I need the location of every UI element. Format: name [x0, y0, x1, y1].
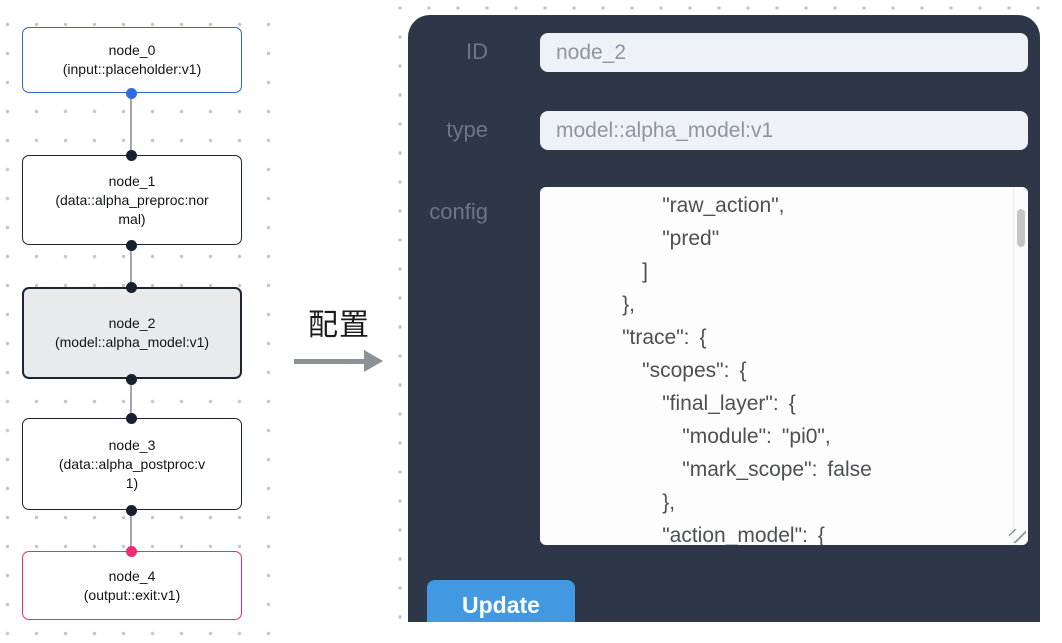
node-title: node_1 — [108, 172, 156, 189]
config-label: config — [429, 199, 488, 224]
type-input[interactable] — [540, 111, 1028, 150]
handle-node3-bottom[interactable] — [125, 504, 137, 516]
type-label: type — [446, 117, 488, 142]
handle-node2-top[interactable] — [125, 281, 137, 293]
node-node_4[interactable]: node_4 (output::exit:v1) — [22, 551, 242, 620]
update-button[interactable]: Update — [427, 580, 575, 622]
config-json-text: "raw_action", "pred" ] }, "trace": { "sc… — [622, 194, 872, 545]
resize-handle-icon[interactable] — [1009, 529, 1026, 543]
handle-node4-top[interactable] — [125, 545, 137, 557]
node-node_0[interactable]: node_0 (input::placeholder:v1) — [22, 27, 242, 93]
node-node_2[interactable]: node_2 (model::alpha_model:v1) — [22, 287, 242, 379]
node-subtitle: (output::exit:v1) — [83, 586, 181, 603]
arrow-right-icon — [290, 349, 388, 373]
transition-label: 配置 — [308, 309, 370, 342]
node-title: node_2 — [108, 315, 156, 331]
node-subtitle: (input::placeholder:v1) — [62, 61, 202, 77]
id-input[interactable] — [540, 33, 1028, 72]
handle-node1-bottom[interactable] — [125, 239, 137, 251]
handle-node1-top[interactable] — [125, 149, 137, 161]
config-scrollbar[interactable] — [1013, 187, 1028, 545]
config-textarea[interactable]: "raw_action", "pred" ] }, "trace": { "sc… — [540, 187, 1028, 545]
node-subtitle: (model::alpha_model:v1) — [54, 334, 210, 350]
config-scrollbar-thumb[interactable] — [1016, 209, 1025, 247]
handle-node3-top[interactable] — [125, 412, 137, 424]
node-node_1[interactable]: node_1 (data::alpha_preproc:normal) — [22, 155, 242, 245]
node-subtitle: (data::alpha_preproc:normal) — [55, 191, 209, 227]
node-subtitle: (data::alpha_postproc:v1) — [58, 455, 206, 491]
node-title: node_4 — [108, 567, 156, 584]
handle-node2-bottom[interactable] — [125, 373, 137, 385]
edge-node0-node1 — [130, 93, 132, 155]
node-title: node_3 — [108, 436, 156, 453]
id-label: ID — [466, 39, 488, 64]
handle-node0-bottom[interactable] — [125, 87, 137, 99]
edge-node1-node2 — [130, 245, 132, 287]
edge-node3-node4 — [130, 510, 132, 551]
node-node_3[interactable]: node_3 (data::alpha_postproc:v1) — [22, 418, 242, 510]
node-config-panel: ID type config "raw_action", "pred" ] },… — [408, 15, 1040, 622]
node-title: node_0 — [108, 42, 156, 58]
transition-annotation: 配置 — [290, 300, 388, 373]
